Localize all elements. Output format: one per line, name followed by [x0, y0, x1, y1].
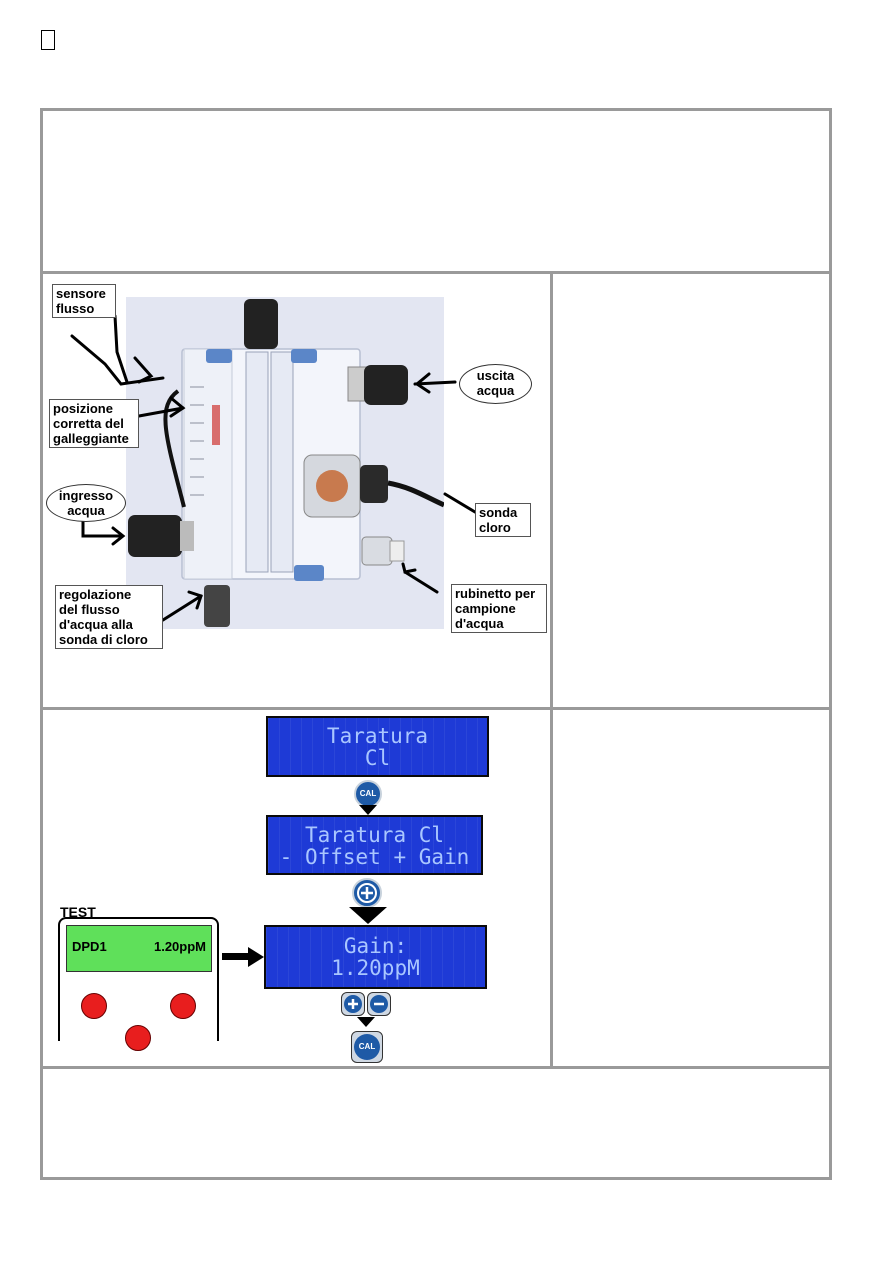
lcd-screen-1: Taratura Cl — [266, 716, 489, 777]
cal-button-1: CAL — [354, 780, 382, 808]
label-uscita-acqua: uscita acqua — [459, 364, 532, 404]
lcd-3-line-2: 1.20ppM — [331, 956, 420, 980]
label-ingresso-acqua: ingresso acqua — [46, 484, 126, 522]
cal-button-2-label: CAL — [354, 1034, 380, 1060]
plus-button-small — [341, 992, 365, 1016]
plus-button — [352, 878, 382, 908]
arrow-right-shaft — [222, 953, 250, 960]
arrow-down-large-icon — [349, 907, 387, 924]
lcd-3-line-1: Gain: — [343, 934, 408, 958]
test-device-title: TEST — [60, 904, 96, 920]
label-rubinetto-campione: rubinetto per campione d'acqua — [451, 584, 547, 633]
row-divider-1 — [40, 271, 832, 274]
test-button-left — [81, 993, 107, 1019]
arrow-down-icon — [357, 1017, 375, 1027]
test-reading-value: 1.20ppM — [153, 939, 206, 954]
label-sensore-flusso: sensore flusso — [52, 284, 116, 318]
callout-arrows — [70, 314, 477, 622]
lcd-1-line-2: Cl — [364, 746, 391, 770]
corner-mark — [41, 30, 55, 50]
arrow-right-icon — [248, 947, 264, 967]
minus-icon — [370, 995, 388, 1013]
plus-icon — [344, 995, 362, 1013]
test-button-right — [170, 993, 196, 1019]
column-divider — [550, 271, 553, 1069]
test-button-bottom — [125, 1025, 151, 1051]
test-device-body — [58, 917, 219, 1041]
lcd-screen-3: Gain: 1.20ppM — [264, 925, 487, 989]
cal-button-2: CAL — [351, 1031, 383, 1063]
content-frame — [40, 108, 832, 1180]
lcd-1-line-1: Taratura — [326, 724, 429, 748]
row-divider-2 — [40, 707, 832, 710]
flow-cell-photo — [126, 297, 446, 629]
label-posizione-galleggiante: posizione corretta del galleggiante — [49, 399, 139, 448]
label-sonda-cloro: sonda cloro — [475, 503, 531, 537]
test-device-screen: DPD1 1.20ppM — [66, 925, 212, 972]
row-divider-3 — [40, 1066, 832, 1069]
lcd-2-line-1: Taratura Cl — [304, 823, 445, 847]
plus-icon — [357, 883, 377, 903]
lcd-2-line-2: - Offset + Gain — [279, 845, 470, 869]
minus-button-small — [367, 992, 391, 1016]
test-reading-label: DPD1 — [72, 939, 107, 954]
label-regolazione-flusso: regolazione del flusso d'acqua alla sond… — [55, 585, 163, 649]
lcd-screen-2: Taratura Cl - Offset + Gain — [266, 815, 483, 875]
arrow-down-icon — [359, 805, 377, 815]
flow-cell-illustration — [128, 299, 446, 627]
